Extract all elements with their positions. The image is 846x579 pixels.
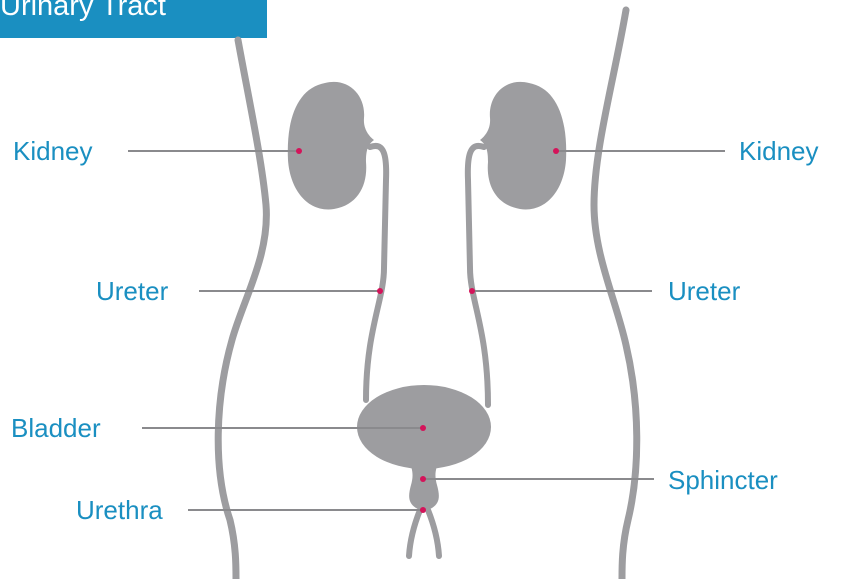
urethra-right xyxy=(428,510,439,556)
label-ureter-left: Ureter xyxy=(96,276,169,306)
kidney-right-marker xyxy=(553,148,559,154)
urethra-left xyxy=(409,510,420,556)
urethra-marker xyxy=(420,507,426,513)
label-bladder: Bladder xyxy=(11,413,101,443)
label-kidney-right: Kidney xyxy=(739,136,819,166)
ureter-left-marker xyxy=(377,288,383,294)
label-urethra: Urethra xyxy=(76,495,163,525)
sphincter-marker xyxy=(420,476,426,482)
ureter-right-marker xyxy=(469,288,475,294)
body-outline-right xyxy=(594,10,637,579)
sphincter-neck xyxy=(408,460,440,510)
kidney-left xyxy=(288,82,374,210)
label-kidney-left: Kidney xyxy=(13,136,93,166)
kidney-right xyxy=(480,82,566,210)
ureter-right xyxy=(468,146,488,405)
body-outline-left xyxy=(218,40,266,579)
label-ureter-right: Ureter xyxy=(668,276,741,306)
kidney-left-marker xyxy=(296,148,302,154)
bladder-marker xyxy=(420,425,426,431)
ureter-left xyxy=(366,146,386,400)
label-sphincter: Sphincter xyxy=(668,465,778,495)
